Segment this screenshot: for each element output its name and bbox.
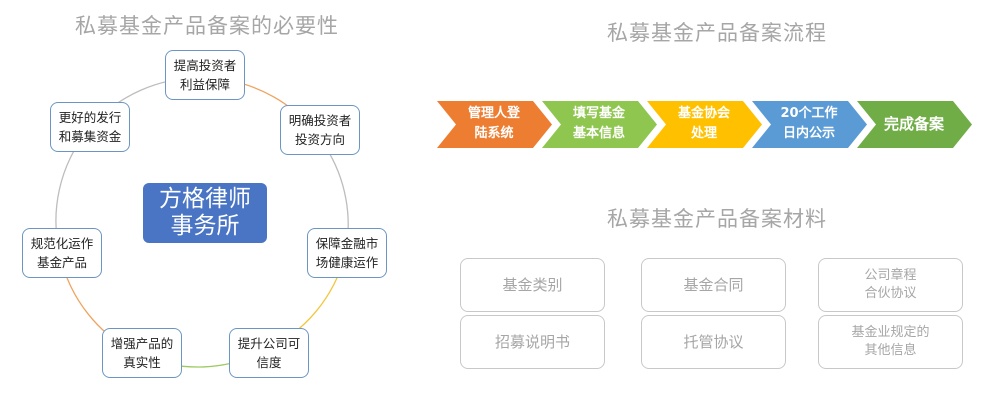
step-complete-label: 完成备案 [859, 100, 969, 148]
node-line: 场健康运作 [315, 255, 379, 270]
necessity-title: 私募基金产品备案的必要性 [75, 14, 339, 38]
center-firm-box: 方格律师 事务所 [143, 183, 267, 243]
step-chevron [752, 101, 867, 148]
material-line: 托管协议 [683, 333, 744, 351]
node-standardized-operation: 规范化运作 基金产品 [22, 228, 102, 278]
step-line: 20个工作 [780, 106, 838, 121]
step-chevron [437, 101, 552, 148]
node-line: 规范化运作 [30, 236, 94, 251]
node-line: 信度 [256, 355, 282, 370]
material-articles-agreement: 公司章程 合伙协议 [818, 258, 963, 312]
materials-title: 私募基金产品备案材料 [607, 207, 827, 231]
step-login-label: 管理人登 陆系统 [439, 100, 549, 148]
material-line: 基金类别 [502, 276, 563, 294]
process-title: 私募基金产品备案流程 [607, 21, 827, 45]
node-line: 保障金融市 [315, 236, 379, 251]
step-fill-info-label: 填写基金 基本信息 [544, 100, 654, 148]
material-line: 招募说明书 [494, 333, 570, 351]
step-chevron [857, 101, 972, 148]
material-line: 基金业规定的 [851, 325, 930, 340]
node-line: 利益保障 [179, 77, 230, 92]
material-custody-agreement: 托管协议 [641, 315, 786, 369]
material-line: 合伙协议 [864, 286, 917, 301]
node-line: 真实性 [123, 355, 161, 370]
node-line: 明确投资者 [288, 113, 352, 128]
node-line: 提高投资者 [173, 58, 237, 73]
node-line: 基金产品 [36, 255, 87, 270]
step-line: 处理 [690, 126, 717, 141]
node-line: 和募集资金 [58, 129, 122, 144]
process-arrow-row [437, 101, 972, 148]
step-chevron [647, 101, 762, 148]
step-association-label: 基金协会 处理 [649, 100, 759, 148]
material-line: 基金合同 [683, 276, 744, 294]
node-credibility: 提升公司可 信度 [229, 328, 309, 378]
step-chevron [542, 101, 657, 148]
step-line: 管理人登 [467, 106, 520, 121]
material-line: 其他信息 [864, 343, 917, 358]
step-line: 陆系统 [474, 126, 514, 141]
node-fundraising: 更好的发行 和募集资金 [50, 102, 130, 152]
material-fund-category: 基金类别 [460, 258, 605, 312]
node-investment-direction: 明确投资者 投资方向 [280, 105, 360, 155]
center-line: 方格律师 [159, 186, 251, 212]
material-fund-contract: 基金合同 [641, 258, 786, 312]
step-publicity-label: 20个工作 日内公示 [754, 100, 864, 148]
node-market-health: 保障金融市 场健康运作 [307, 228, 387, 278]
node-line: 提升公司可 [237, 336, 301, 351]
step-line: 日内公示 [782, 126, 835, 141]
step-line: 填写基金 [572, 106, 625, 121]
node-authenticity: 增强产品的 真实性 [102, 328, 182, 378]
node-line: 增强产品的 [110, 336, 174, 351]
material-prospectus: 招募说明书 [460, 315, 605, 369]
center-line: 事务所 [170, 213, 240, 239]
node-line: 投资方向 [294, 132, 345, 147]
step-line: 完成备案 [883, 115, 944, 133]
node-line: 更好的发行 [58, 110, 122, 125]
node-investor-protection: 提高投资者 利益保障 [165, 50, 245, 100]
material-line: 公司章程 [864, 268, 917, 283]
step-line: 基金协会 [677, 106, 730, 121]
material-other-info: 基金业规定的 其他信息 [818, 315, 963, 369]
step-line: 基本信息 [572, 126, 625, 141]
